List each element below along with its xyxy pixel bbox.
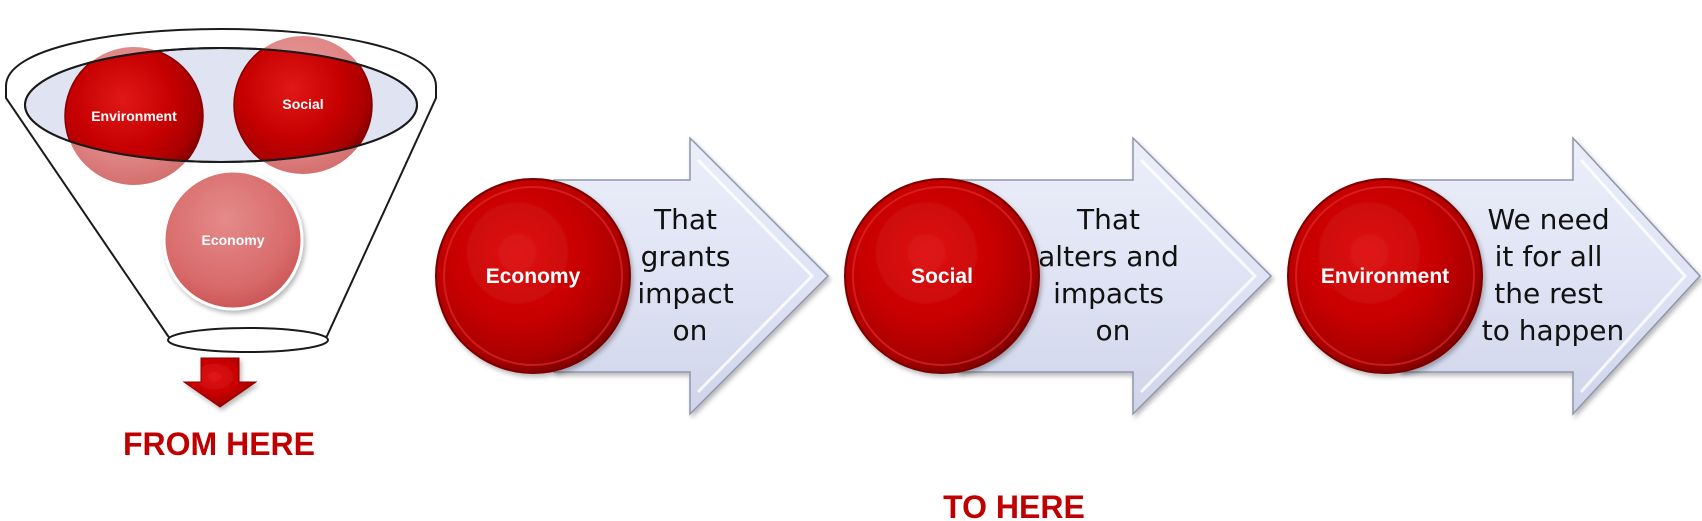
step-1-text: That grants impact on [637, 203, 742, 347]
step-1-arrow [553, 136, 830, 416]
from-here-caption: FROM HERE [123, 426, 315, 462]
step-2-circle-label: Social [911, 265, 973, 288]
step-2-arrow [957, 136, 1273, 416]
to-here-caption: TO HERE [943, 489, 1085, 521]
step-1-circle-label: Economy [486, 265, 581, 288]
funnel-spout [167, 327, 329, 353]
step-2-text: That alters and impacts on [1038, 203, 1188, 347]
flow-step-2: Social That alters and impacts on [844, 136, 1273, 416]
funnel-label-economy: Economy [201, 232, 264, 248]
flow-step-3: Environment We need it for all the rest … [1287, 136, 1702, 416]
step-3-text: We need it for all the rest to happen [1482, 203, 1624, 347]
funnel-circle-economy [162, 169, 304, 311]
step-1-circle [435, 178, 631, 374]
step-2-circle [844, 178, 1040, 374]
flow-step-1: Economy That grants impact on [435, 136, 830, 416]
funnel-graphic: Environment Social Economy FROM HERE [5, 28, 437, 462]
step-3-circle-label: Environment [1321, 265, 1449, 288]
funnel-label-environment: Environment [91, 108, 177, 124]
funnel-circle-social [233, 48, 373, 162]
funnel-label-social: Social [282, 96, 323, 112]
step-3-circle [1287, 178, 1483, 374]
down-arrow-icon [182, 357, 258, 408]
